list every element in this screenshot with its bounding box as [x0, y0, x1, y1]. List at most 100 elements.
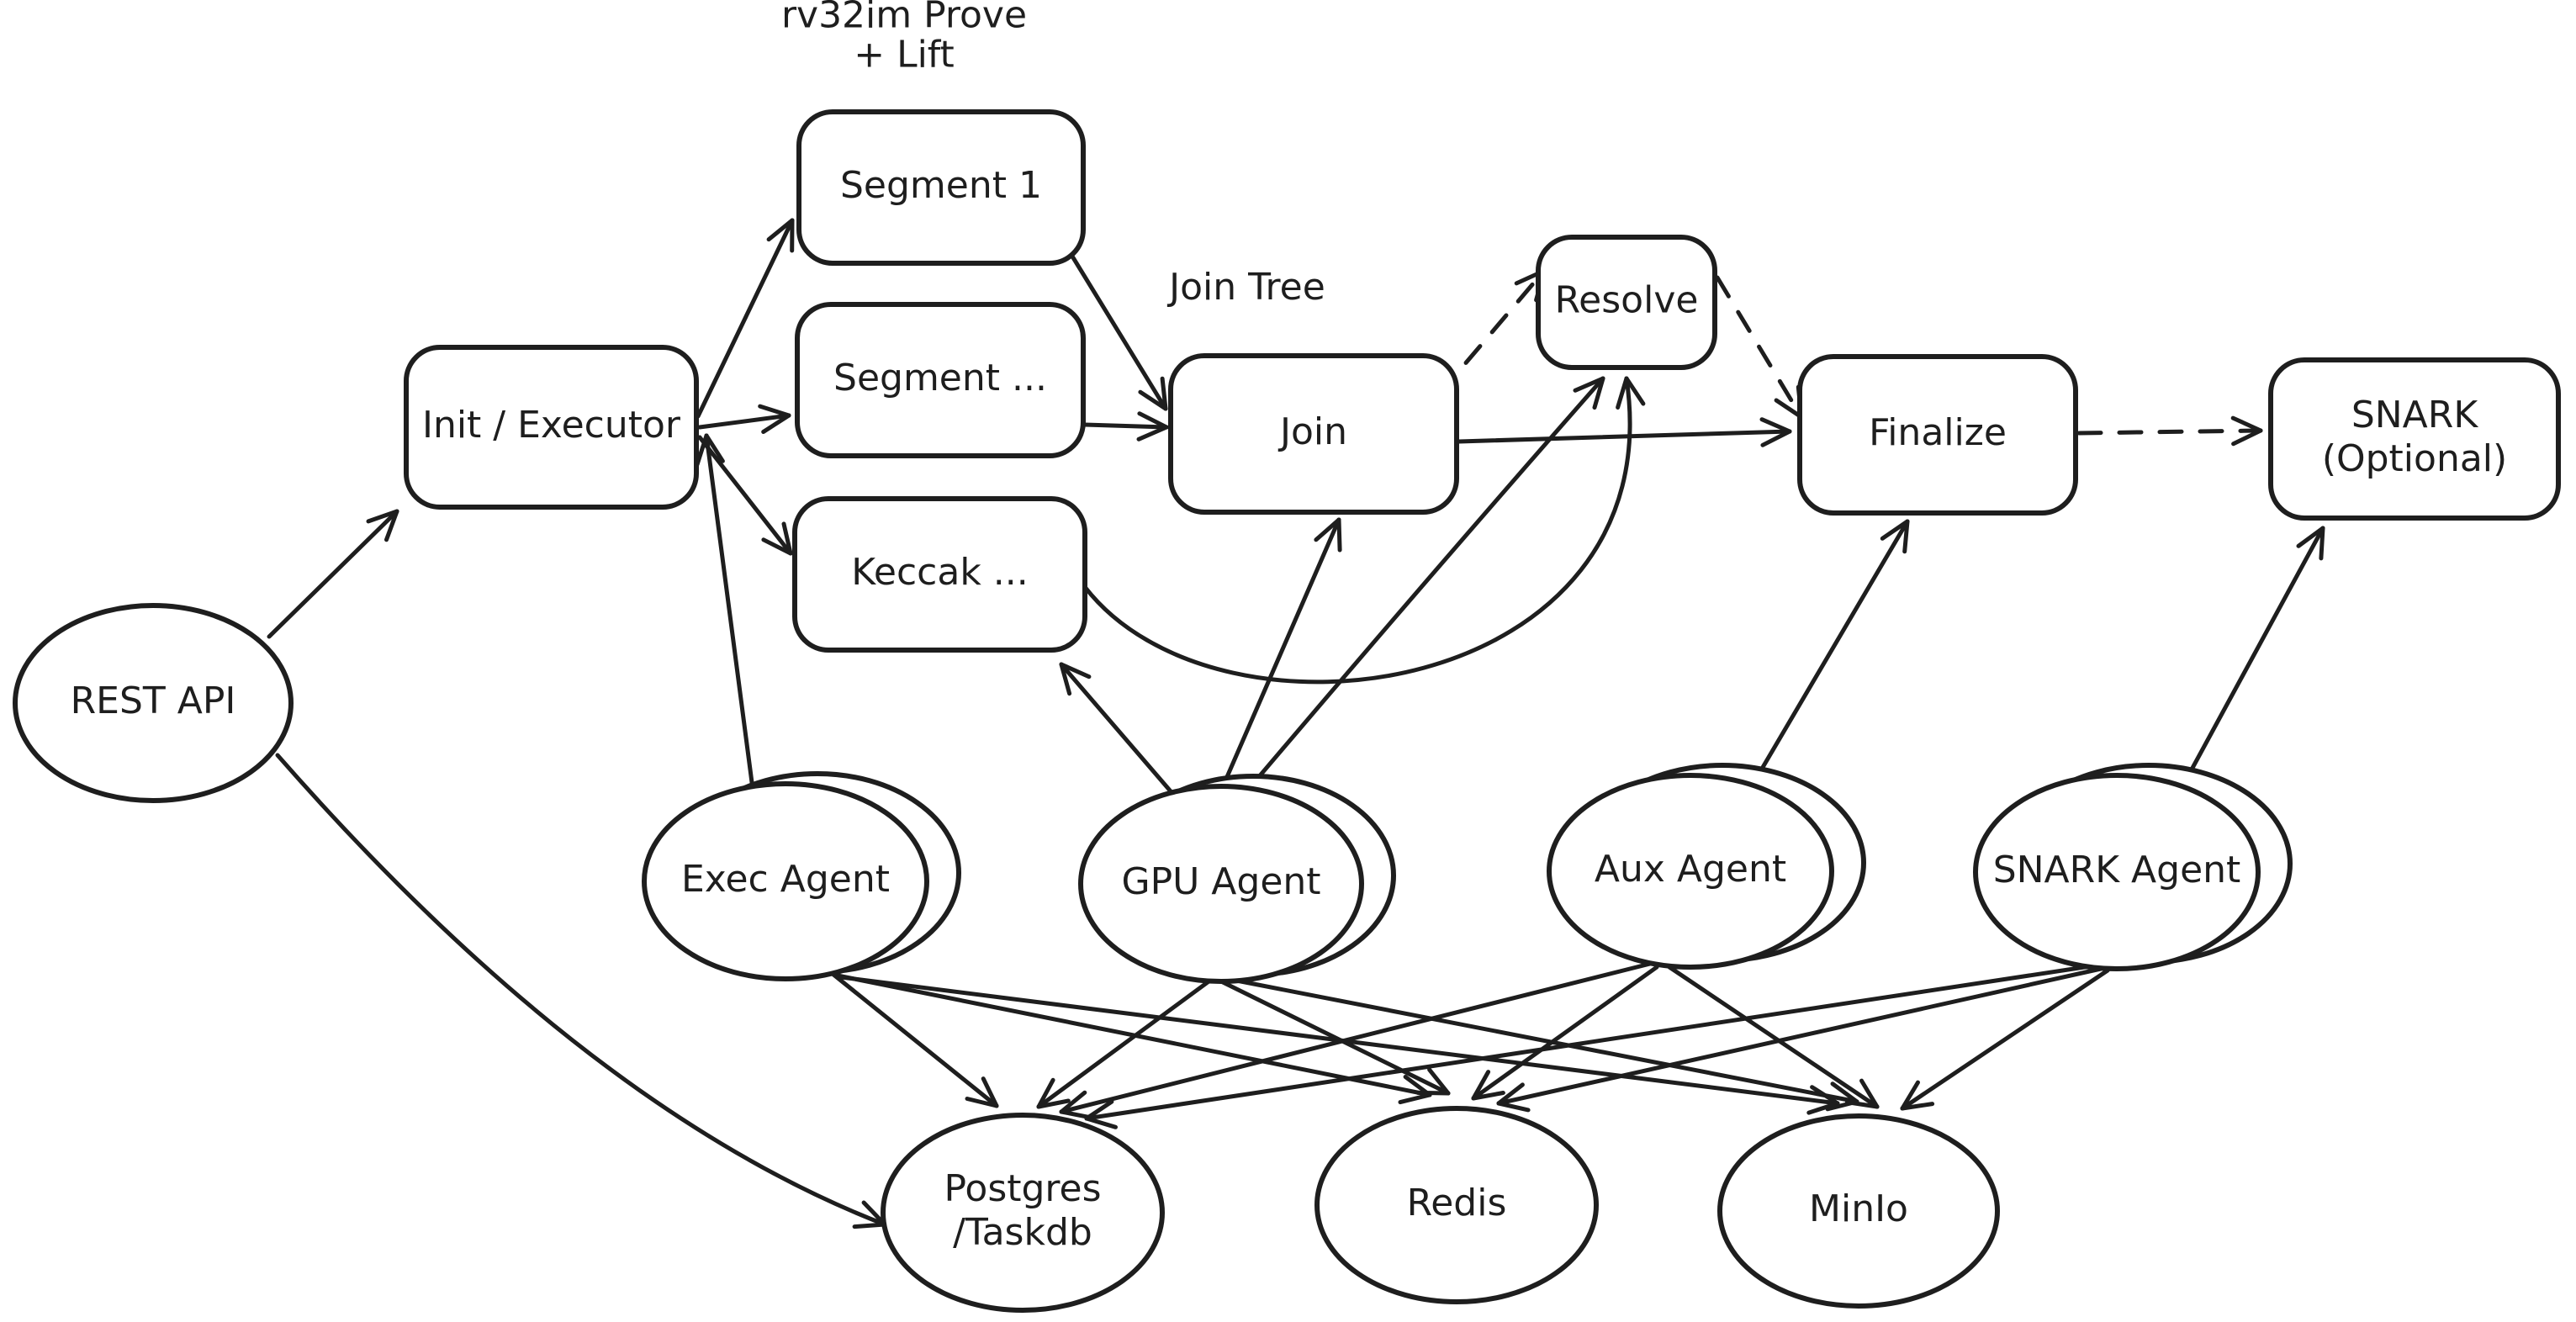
edge-gpu-agent-to-postgres-taskdb[interactable]: [1036, 977, 1214, 1109]
edge-snark-agent-to-snark-optional[interactable]: [2184, 526, 2325, 781]
node-finalize[interactable]: Finalize: [1797, 354, 2078, 516]
edge-line: [1496, 966, 2103, 1106]
label-join-tree: Join Tree: [1166, 266, 1325, 309]
edge-aux-agent-to-finalize[interactable]: [1753, 519, 1910, 781]
label-rv32im-prove-lift: rv32im Prove+ Lift: [781, 0, 1027, 77]
finalize-shape: [1797, 354, 2078, 516]
keccak-shape: [792, 496, 1087, 653]
init-executor-shape: [404, 345, 699, 510]
edge-join-to-finalize[interactable]: [1457, 417, 1792, 447]
edge-exec-agent-to-postgres-taskdb[interactable]: [830, 971, 999, 1108]
arrowhead: [704, 433, 725, 463]
node-resolve[interactable]: Resolve: [1536, 235, 1717, 370]
arrowhead: [1900, 1080, 1920, 1111]
node-keccak[interactable]: Keccak ...: [792, 496, 1087, 653]
edge-gpu-agent-to-join[interactable]: [1221, 517, 1342, 787]
node-snark-agent[interactable]: SNARK Agent: [1973, 763, 2293, 971]
arrowhead: [366, 509, 399, 524]
arrowhead: [1398, 1092, 1432, 1105]
node-exec-agent[interactable]: Exec Agent: [642, 771, 961, 981]
node-segment-1[interactable]: Segment 1: [796, 109, 1086, 266]
edge-aux-agent-to-redis[interactable]: [1471, 965, 1659, 1101]
arrowhead: [1859, 1078, 1880, 1109]
rest-api-shape: [13, 603, 294, 803]
node-label-exec-agent: Exec Agent: [681, 858, 890, 901]
edge-segment-n-to-join[interactable]: [1082, 411, 1169, 442]
arrowhead: [1624, 376, 1646, 406]
edge-snark-agent-to-minio[interactable]: [1900, 968, 2110, 1111]
arrowhead: [2319, 526, 2325, 561]
node-label-resolve: Resolve: [1555, 279, 1699, 322]
arrowhead: [1084, 1116, 1118, 1129]
edge-line: [1457, 429, 1792, 444]
edge-line: [697, 435, 793, 556]
edge-line: [1084, 963, 2098, 1121]
arrowhead: [1759, 417, 1792, 434]
edge-rest-api-to-init-executor[interactable]: [267, 509, 399, 639]
edge-keccak-to-resolve[interactable]: [1082, 376, 1646, 685]
edge-finalize-to-snark-optional[interactable]: [2076, 415, 2263, 447]
edge-init-executor-to-segment-n[interactable]: [697, 404, 791, 434]
node-join[interactable]: Join: [1168, 353, 1459, 515]
arrowhead: [1059, 1090, 1087, 1114]
redis-shape: [1314, 1106, 1599, 1304]
arrowhead: [981, 1076, 999, 1108]
arrowhead: [1137, 411, 1169, 430]
edge-snark-agent-to-redis[interactable]: [1496, 966, 2103, 1113]
node-minio[interactable]: MinIo: [1717, 1113, 2000, 1309]
arrowhead: [761, 537, 793, 556]
arrowhead: [1036, 1098, 1071, 1109]
node-label-finalize: Finalize: [1869, 411, 2007, 454]
node-gpu-agent[interactable]: GPU Agent: [1078, 774, 1396, 984]
edge-gpu-agent-to-keccak[interactable]: [1059, 662, 1178, 800]
node-snark-optional[interactable]: SNARK(Optional): [2268, 357, 2561, 521]
edge-line: [1900, 968, 2110, 1111]
edge-snark-agent-to-postgres-taskdb[interactable]: [1084, 963, 2098, 1129]
arrowhead: [1902, 519, 1910, 554]
node-redis[interactable]: Redis: [1314, 1106, 1599, 1304]
edge-resolve-to-finalize[interactable]: [1715, 275, 1804, 420]
edges-layer: [267, 189, 2325, 1229]
edge-exec-agent-to-init-executor[interactable]: [695, 433, 755, 791]
node-label-snark-agent: SNARK Agent: [1993, 849, 2241, 891]
postgres-taskdb-shape: [881, 1113, 1165, 1313]
edge-line: [1036, 977, 1214, 1109]
node-postgres-taskdb[interactable]: Postgres/Taskdb: [881, 1113, 1165, 1313]
edge-line: [1221, 517, 1341, 787]
edge-line: [1437, 268, 1547, 396]
edge-gpu-agent-to-redis[interactable]: [1217, 978, 1451, 1096]
edge-line: [1667, 965, 1880, 1109]
arrowhead: [1059, 662, 1092, 680]
edge-line: [1082, 422, 1169, 430]
node-aux-agent[interactable]: Aux Agent: [1547, 763, 1866, 970]
arrowhead: [1496, 1101, 1531, 1113]
segment-1-shape: [796, 109, 1086, 266]
node-label-postgres-taskdb: Postgres/Taskdb: [944, 1167, 1101, 1254]
node-init-executor[interactable]: Init / Executor: [404, 345, 699, 510]
edge-line: [1082, 376, 1632, 685]
edge-line: [830, 971, 999, 1108]
arrowhead: [1880, 519, 1910, 541]
exec-agent-shape: [642, 781, 929, 981]
node-label-join: Join: [1277, 410, 1347, 453]
edge-init-executor-to-segment-1[interactable]: [696, 218, 795, 419]
node-label-keccak: Keccak ...: [851, 551, 1029, 594]
node-label-segment-n: Segment ...: [833, 357, 1047, 399]
gpu-agent-shape: [1078, 784, 1364, 984]
arrowhead: [2231, 428, 2263, 447]
edge-init-executor-to-keccak[interactable]: [697, 435, 793, 556]
edge-aux-agent-to-minio[interactable]: [1667, 965, 1880, 1109]
node-segment-n[interactable]: Segment ...: [795, 302, 1086, 458]
edge-gpu-agent-to-resolve[interactable]: [1240, 376, 1605, 798]
resolve-shape: [1536, 235, 1717, 370]
arrowhead: [852, 1222, 887, 1229]
arrowhead: [1496, 1082, 1525, 1106]
node-label-aux-agent: Aux Agent: [1595, 848, 1786, 891]
node-label-gpu-agent: GPU Agent: [1121, 860, 1320, 903]
edge-line: [1240, 376, 1605, 798]
arrowhead: [1471, 1091, 1505, 1101]
node-rest-api[interactable]: REST API: [13, 603, 294, 803]
